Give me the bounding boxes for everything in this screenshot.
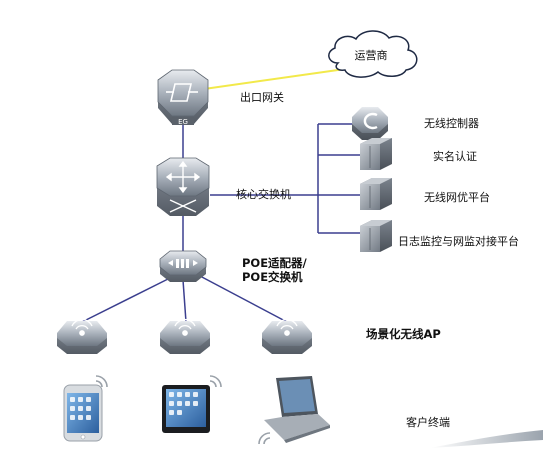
cross-arrows-icon [169,199,197,213]
log-monitor-server-device [360,220,392,252]
poe-switch-device [159,250,207,282]
access-point-1-device [57,318,107,354]
wifi-icon [71,318,93,336]
links [81,67,360,323]
laptop-device [258,376,330,445]
decorative-swoosh [430,430,543,448]
core-switch-label: 核心交换机 [236,188,291,201]
isp-cloud: 运营商 [328,30,418,78]
wireless-controller-label: 无线控制器 [424,117,479,130]
wifi-icon [276,318,298,336]
wifi-signal-icon [258,432,271,445]
egress-gateway-device: EG [157,69,209,126]
wan-link [182,67,353,93]
eg-label: 出口网关 [240,91,284,104]
auth-label: 实名认证 [433,150,477,163]
poe-label-line-2: POE交换机 [242,270,303,284]
switch-arrows-icon [165,160,201,194]
clients-label: 客户终端 [406,416,450,429]
poe-ap3-link [199,275,288,323]
optimization-platform-label: 无线网优平台 [424,191,490,204]
access-point-2-device [160,318,210,354]
poe-label-line-1: POE适配器/ [242,256,307,270]
access-point-3-device [262,318,312,354]
wifi-signal-icon [95,375,108,388]
eg-badge: EG [178,118,188,126]
isp-label: 运营商 [355,48,388,62]
log-monitor-platform-label: 日志监控与网监对接平台 [398,235,519,248]
poe-ports-icon [168,259,198,268]
tablet-device [162,375,222,433]
wifi-signal-icon [209,375,222,388]
wifi-icon [174,318,196,336]
poe-ap1-link [81,277,171,323]
poe-switch-label: POE适配器/ POE交换机 [242,256,307,284]
controller-c-icon [363,112,378,130]
gateway-icon [166,83,198,102]
wireless-controller-device [352,107,388,140]
smartphone-device [63,375,108,442]
auth-server-device [360,138,392,170]
optimization-server-device [360,178,392,210]
poe-ap2-link [182,279,187,323]
access-point-label: 场景化无线AP [366,327,441,341]
core-switch-device [156,157,210,216]
